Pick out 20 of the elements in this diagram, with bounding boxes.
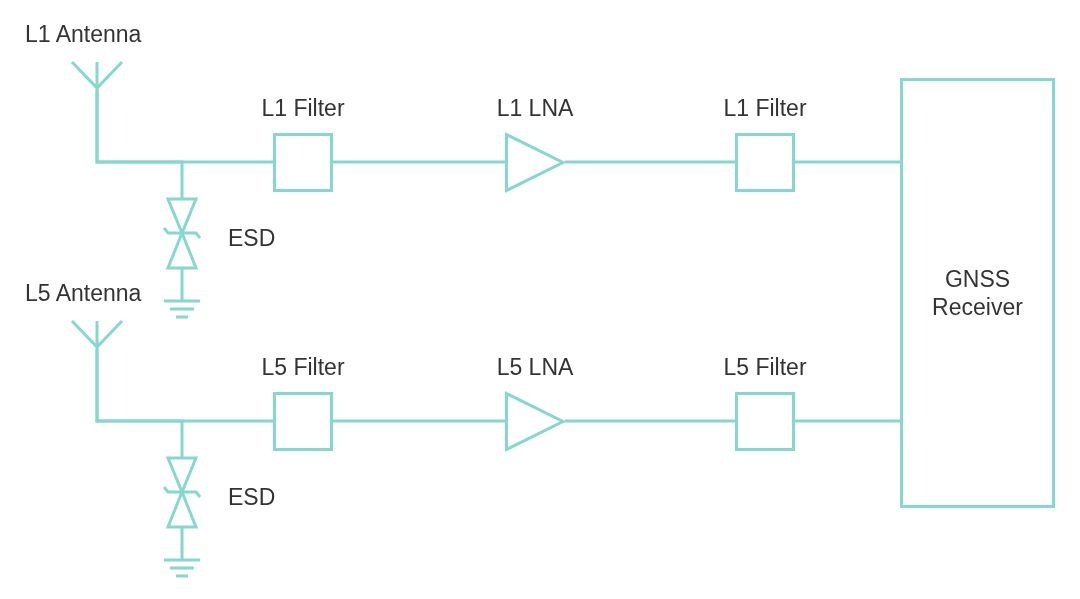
component-label: L5 Antenna: [25, 279, 142, 307]
wire: [95, 90, 184, 198]
wire: [795, 419, 900, 423]
receiver-label: GNSS Receiver: [931, 265, 1024, 321]
wire: [333, 419, 505, 423]
component-label: L1 Antenna: [25, 20, 142, 48]
component-label: L5 Filter: [722, 353, 808, 381]
component-label: L1 Filter: [722, 94, 808, 122]
wire: [565, 419, 735, 423]
component-label: L1 Filter: [260, 94, 346, 122]
component-label: ESD: [228, 483, 276, 511]
wire: [333, 160, 505, 164]
wire: [95, 349, 184, 457]
component-label: ESD: [228, 224, 276, 252]
component-label: L5 Filter: [260, 353, 346, 381]
receiver-box: [900, 78, 1055, 508]
wire: [565, 160, 735, 164]
component-label: L1 LNA: [495, 94, 575, 122]
component-label: L5 LNA: [495, 353, 575, 381]
wire: [795, 160, 900, 164]
